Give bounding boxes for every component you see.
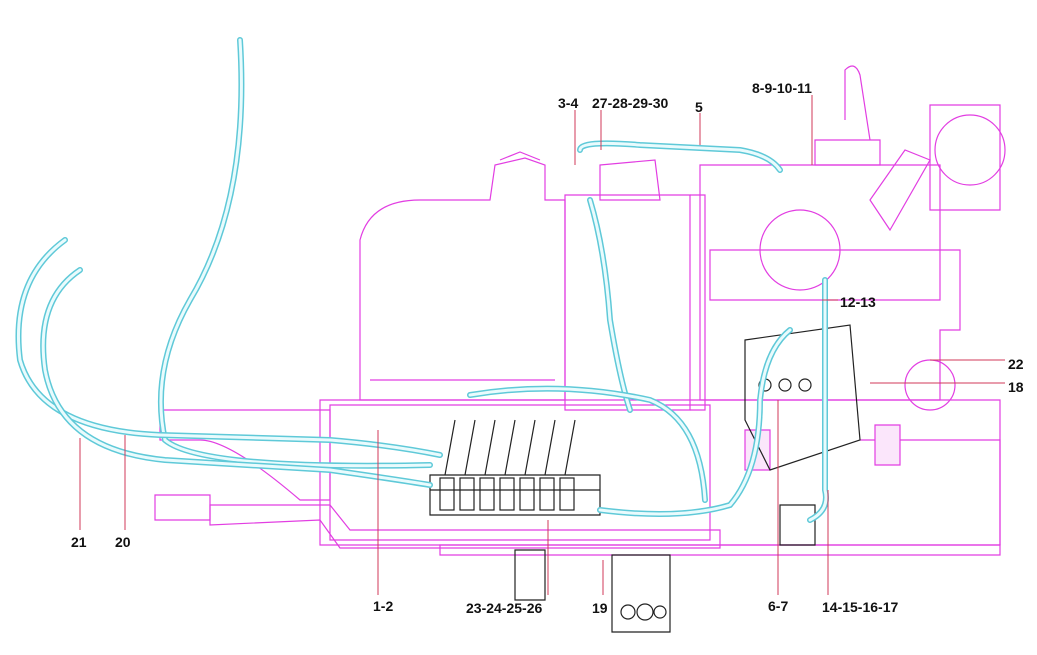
callout-6-7: 6-7 [768, 598, 788, 614]
pump-housing [564, 159, 706, 411]
callout-1-2: 1-2 [373, 598, 393, 614]
callout-labels: 3-4 27-28-29-30 5 8-9-10-11 12-13 22 18 … [71, 80, 1024, 616]
callout-14-17: 14-15-16-17 [822, 599, 898, 615]
callout-22: 22 [1008, 356, 1024, 372]
callout-21: 21 [71, 534, 87, 550]
hydraulic-hoses [15, 37, 829, 523]
callout-3-4: 3-4 [558, 95, 578, 111]
callout-23-26: 23-24-25-26 [466, 600, 542, 616]
callout-20: 20 [115, 534, 131, 550]
hydraulic-tank [359, 151, 566, 401]
machine-frame [154, 399, 1001, 556]
callout-19: 19 [592, 600, 608, 616]
callout-27-30: 27-28-29-30 [592, 95, 668, 111]
callout-18: 18 [1008, 379, 1024, 395]
control-valve-block [429, 419, 671, 633]
callout-12-13: 12-13 [840, 294, 876, 310]
leader-lines [79, 95, 1005, 595]
callout-8-11: 8-9-10-11 [752, 80, 812, 96]
callout-5: 5 [695, 99, 703, 115]
